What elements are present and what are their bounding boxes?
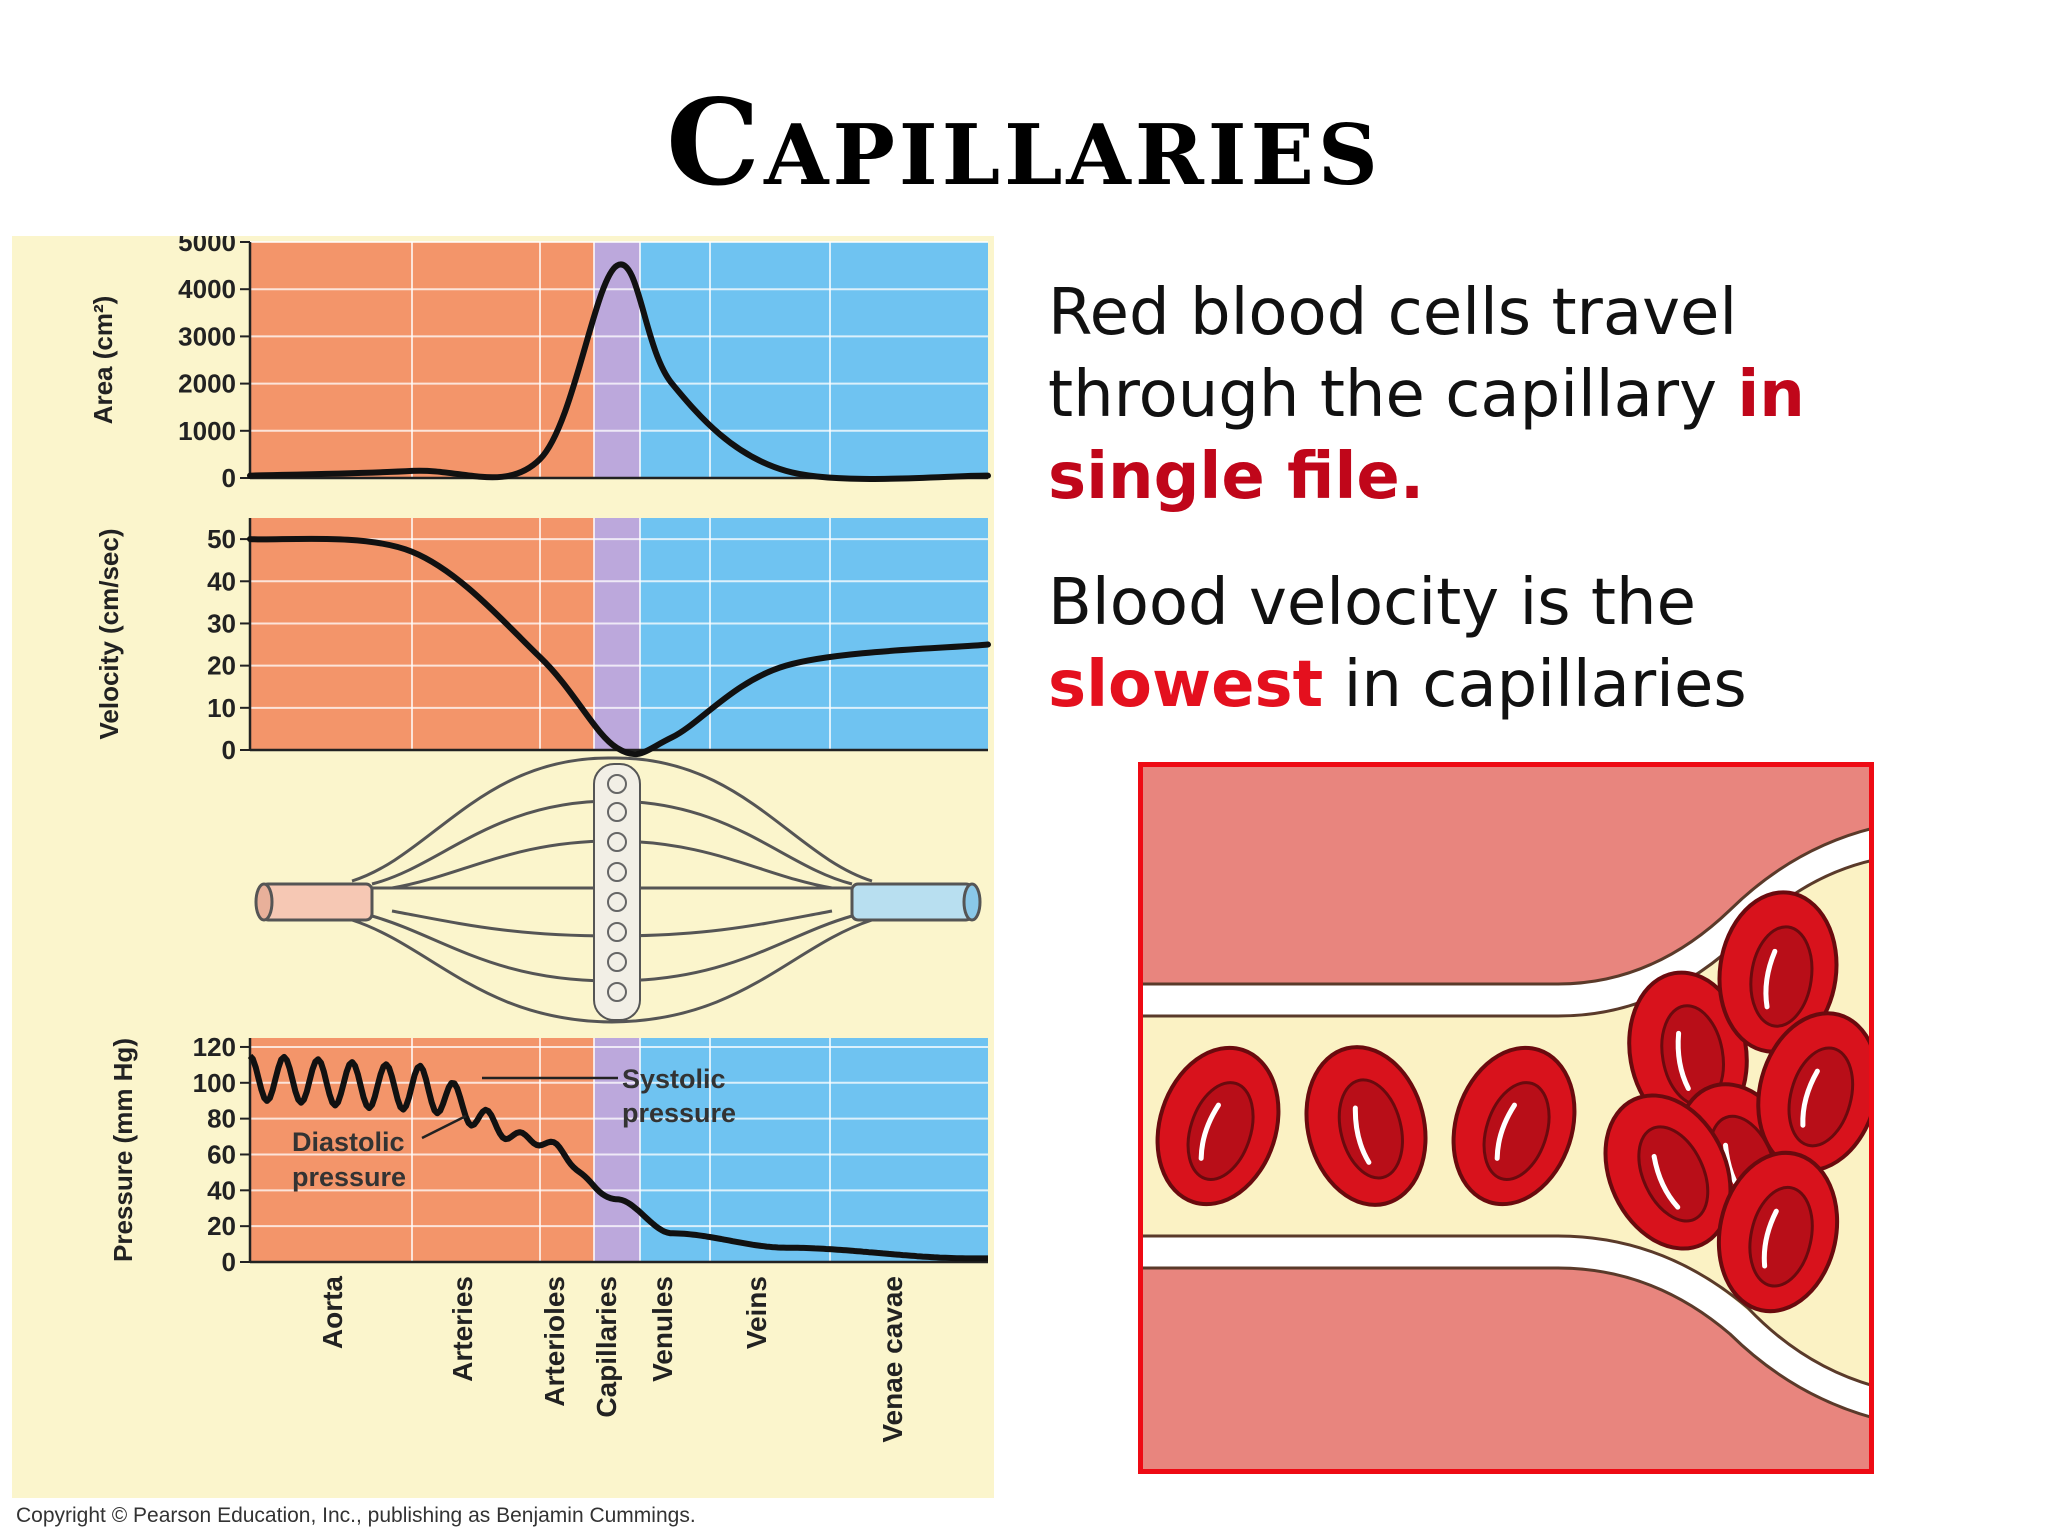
y-tick-label: 4000 (178, 274, 236, 304)
vein-tube (850, 882, 974, 922)
y-tick-label: 10 (207, 693, 236, 723)
capillary-branch (351, 918, 873, 1024)
cell-cluster (607, 862, 627, 882)
artery-opening (254, 882, 274, 922)
y-axis-title: Velocity (cm/sec) (94, 529, 124, 740)
vessel-label: Capillaries (591, 1276, 622, 1418)
arterial-region (250, 242, 594, 478)
y-tick-label: 30 (207, 608, 236, 638)
y-tick-label: 100 (193, 1068, 236, 1098)
systolic-label: Systolic (622, 1064, 726, 1094)
capillary-branch (351, 756, 873, 883)
vessel-label: Venules (647, 1276, 678, 1382)
capillary-region (594, 518, 640, 750)
y-tick-label: 40 (207, 1175, 236, 1205)
cell-cluster (607, 892, 627, 912)
y-tick-label: 0 (222, 1247, 236, 1277)
vessel-label: Aorta (317, 1276, 348, 1350)
diastolic-label-line2: pressure (292, 1162, 406, 1192)
y-tick-label: 2000 (178, 369, 236, 399)
y-tick-label: 120 (193, 1032, 236, 1062)
y-tick-label: 80 (207, 1104, 236, 1134)
vessel-labels: Aorta Arteries Arterioles Capillaries Venule… (317, 1276, 908, 1443)
venous-region (640, 518, 988, 750)
area-curve (247, 261, 991, 482)
bullet-velocity: Blood velocity is the slowest in capilla… (1048, 562, 1908, 726)
y-tick-label: 60 (207, 1139, 236, 1169)
y-tick-label: 40 (207, 566, 236, 596)
vessel-wall-top-edge (1138, 826, 1874, 986)
vessel-label: Arterioles (539, 1276, 570, 1407)
cell-cluster (607, 774, 627, 794)
chart-curves (247, 261, 991, 1262)
systolic-label-line2: pressure (622, 1098, 736, 1128)
y-axis-title: Pressure (mm Hg) (108, 1038, 138, 1262)
copyright-notice: Copyright © Pearson Education, Inc., pub… (16, 1504, 696, 1527)
y-tick-label: 1000 (178, 416, 236, 446)
vessel-wall-bottom (1138, 1237, 1874, 1417)
area-panel-bg (250, 242, 988, 478)
capillary-region (594, 1038, 640, 1262)
vein-opening (962, 882, 982, 922)
pressure-curve (247, 1053, 989, 1262)
velocity-panel-bg (250, 518, 988, 750)
y-tick-label: 50 (207, 524, 236, 554)
vessel-label: Veins (741, 1276, 772, 1349)
cell-cluster (607, 802, 627, 822)
diastolic-label: Diastolic (292, 1127, 405, 1157)
illustration-frame (1138, 762, 1874, 1474)
diastolic-pointer (421, 1114, 467, 1140)
venous-region (640, 242, 988, 478)
arterial-region (250, 518, 594, 750)
bullet-2-emphasis: slowest (1048, 648, 1324, 722)
cell-cluster (607, 922, 627, 942)
red-blood-cell-illustration (1138, 762, 1874, 1474)
y-tick-label: 20 (207, 651, 236, 681)
venous-region (640, 1038, 988, 1262)
y-tick-label: 20 (207, 1211, 236, 1241)
y-axis-title: Area (cm²) (88, 296, 118, 425)
bullet-single-file: Red blood cells travel through the capil… (1048, 272, 1908, 518)
vessel-label: Venae cavae (877, 1276, 908, 1443)
velocity-curve (247, 535, 991, 758)
artery-tube (260, 882, 374, 922)
y-tick-label: 5000 (178, 236, 236, 257)
bullet-1-emphasis: in single file. (1048, 358, 1805, 514)
y-tick-label: 0 (222, 735, 236, 765)
cell-cluster (607, 832, 627, 852)
vessel-wall-bottom-inner (1138, 1266, 1874, 1420)
bullet-2-text: Blood velocity is the (1048, 566, 1696, 640)
bullet-1-text: Red blood cells travel through the capil… (1048, 276, 1738, 432)
vessel-label: Arteries (447, 1276, 478, 1382)
pressure-annotations: Systolic pressure Diastolic pressure (292, 1064, 736, 1192)
bullet-2-text-end: in capillaries (1323, 648, 1747, 722)
cell-cluster (607, 982, 627, 1002)
cell-cluster (607, 952, 627, 972)
slide-title: Capillaries (666, 73, 1382, 212)
y-tick-label: 0 (222, 463, 236, 493)
grid-lines (250, 241, 988, 1262)
y-tick-label: 3000 (178, 321, 236, 351)
vessel-network-diagram (254, 756, 982, 1024)
